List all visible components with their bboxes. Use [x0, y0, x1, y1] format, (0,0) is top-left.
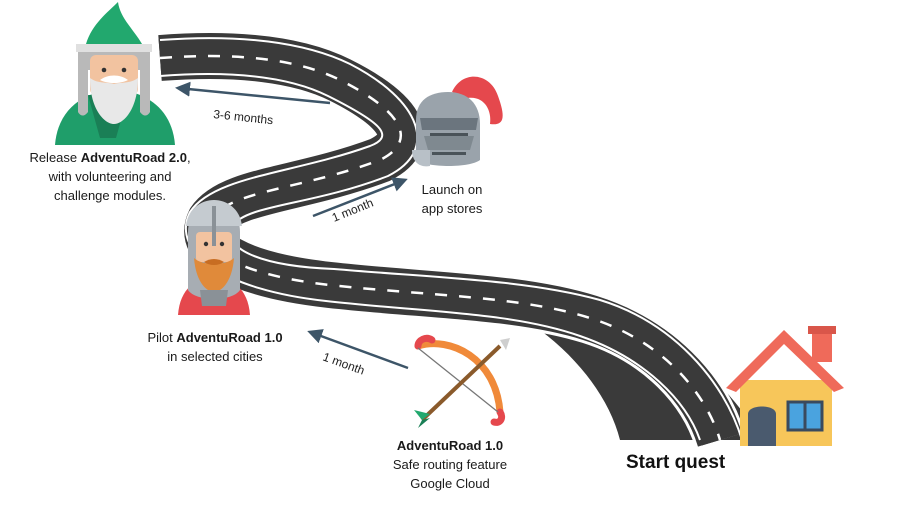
- arrow-pilot-to-launch: [312, 177, 408, 218]
- start-quest-label: Start quest: [626, 452, 726, 473]
- warrior-icon: [178, 200, 250, 315]
- arrow-mvp-to-pilot: [307, 329, 409, 370]
- release-line3: challenge modules.: [53, 188, 167, 203]
- bow-and-arrow-icon: [414, 334, 510, 428]
- knight-helmet-icon: [412, 76, 503, 167]
- duration-mvp-to-pilot: 1 month: [321, 350, 367, 378]
- release-product: AdventuRoad 2.0: [80, 150, 187, 165]
- wizard-icon: [55, 2, 175, 145]
- mvp-line2: Safe routing feature: [392, 457, 508, 472]
- launch-line1: Launch on: [421, 182, 483, 197]
- release-prefix: Release: [29, 150, 81, 165]
- house-icon: [726, 326, 844, 446]
- milestone-release: Release AdventuRoad 2.0, with volunteeri…: [10, 148, 210, 205]
- arrow-launch-to-release: [175, 81, 331, 105]
- duration-launch-to-release: 3-6 months: [213, 107, 274, 127]
- release-line2: with volunteering and: [48, 169, 172, 184]
- mvp-line3: Google Cloud: [410, 476, 490, 491]
- pilot-product: AdventuRoad 1.0: [176, 330, 283, 345]
- release-suffix: ,: [186, 150, 191, 165]
- pilot-prefix: Pilot: [147, 330, 177, 345]
- launch-line2: app stores: [421, 201, 483, 216]
- pilot-line2: in selected cities: [167, 349, 263, 364]
- milestone-pilot: Pilot AdventuRoad 1.0 in selected cities: [125, 328, 305, 366]
- milestone-launch: Launch on app stores: [402, 180, 502, 218]
- mvp-product: AdventuRoad 1.0: [396, 438, 504, 453]
- milestone-mvp: AdventuRoad 1.0 Safe routing feature Goo…: [360, 436, 540, 493]
